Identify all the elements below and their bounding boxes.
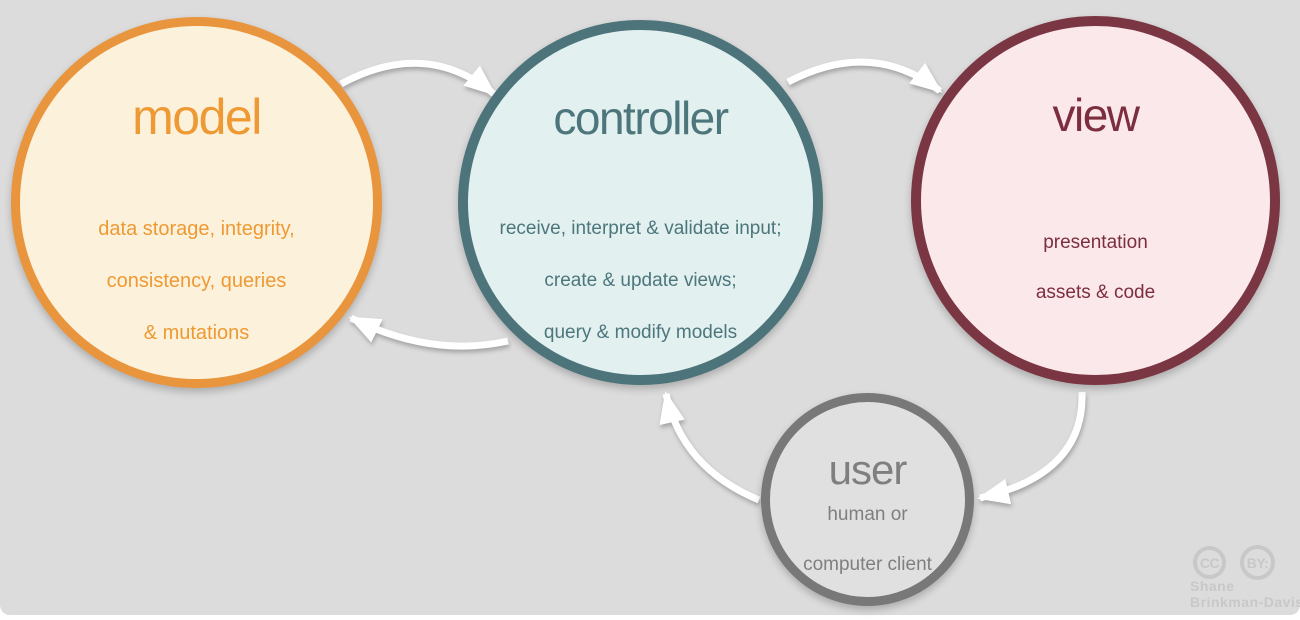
- controller-title: controller: [553, 92, 729, 144]
- view-description: presentation assets & code: [1035, 232, 1156, 303]
- arrow-user-to-controller: [659, 391, 761, 504]
- arrow-model-to-controller: [339, 59, 497, 97]
- arrow-controller-to-view: [786, 58, 943, 94]
- user-description: human or computer client: [803, 504, 932, 575]
- model-description: data storage, integrity, consistency, qu…: [98, 218, 295, 344]
- view-title: view: [1052, 89, 1140, 141]
- node-view: view presentation assets & code: [911, 16, 1280, 385]
- arrow-view-to-user: [977, 391, 1086, 505]
- node-user: user human or computer client: [761, 393, 974, 606]
- node-controller: controller receive, interpret & validate…: [458, 20, 823, 385]
- controller-description: receive, interpret & validate input; cre…: [499, 218, 782, 343]
- cc-license-icon: CC: [1193, 546, 1226, 579]
- user-title: user: [828, 446, 908, 493]
- author-credit: Shane Brinkman-Davis: [1190, 578, 1300, 610]
- model-title: model: [132, 89, 262, 145]
- by-license-icon: BY:: [1240, 545, 1275, 580]
- node-model: model data storage, integrity, consisten…: [11, 17, 382, 388]
- arrow-controller-to-model: [348, 314, 509, 350]
